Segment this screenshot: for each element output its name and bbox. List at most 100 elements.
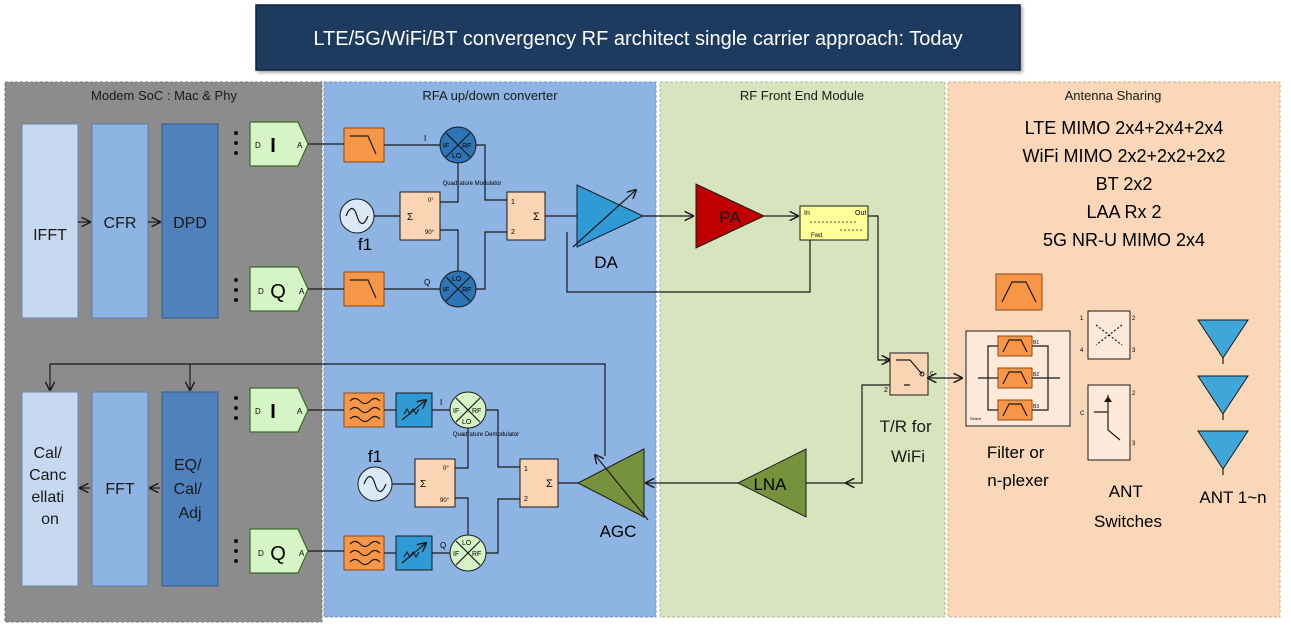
spdt-switch: C 2 3 ANT Switches bbox=[1080, 384, 1162, 531]
pa-amplifier: PA bbox=[695, 183, 766, 249]
dac-q-label: Q bbox=[270, 281, 286, 303]
rx-branch-q-label: Q bbox=[440, 541, 446, 550]
tr-switch-port2: 2 bbox=[884, 387, 888, 394]
tx-splitter-0deg: 0° bbox=[428, 198, 434, 204]
rx-lo-label: f1 bbox=[368, 447, 382, 466]
rx-mixer-i: IF RF LO bbox=[449, 391, 487, 429]
tx-lpf-q bbox=[343, 271, 385, 307]
directional-coupler: In Out Fwd bbox=[799, 205, 869, 241]
rx-splitter-90deg: 90° bbox=[440, 498, 450, 504]
tx-combiner-sum: Σ bbox=[533, 211, 540, 223]
adc-i: D A I bbox=[234, 387, 309, 433]
tx-mixer-q-lo: LO bbox=[452, 276, 462, 283]
ifft-label: IFFT bbox=[33, 227, 67, 244]
rx-lo-to-mixer-q bbox=[455, 497, 469, 535]
ant-switches-label-line: ANT bbox=[1109, 482, 1143, 501]
rx-splitter-0deg: 0° bbox=[443, 466, 449, 472]
tx-mixer-q: LO IF RF bbox=[439, 270, 477, 308]
rx-mixer-i-lo: LO bbox=[462, 419, 472, 426]
adc-q-pin-d: D bbox=[258, 549, 264, 558]
nplexer: B1 B2 B3 Select Filter or n-plexer bbox=[965, 330, 1071, 490]
tx-mixer-i-rf: RF bbox=[462, 143, 471, 150]
rx-vga-q bbox=[395, 535, 433, 571]
coupler-to-switch bbox=[868, 215, 890, 360]
tx-mixer-q-rf: RF bbox=[462, 287, 471, 294]
agc-label: AGC bbox=[600, 522, 637, 541]
da-amplifier: DA bbox=[572, 184, 645, 272]
tr-switch-label: T/R for WiFi bbox=[880, 417, 937, 466]
nplexer-select: Select bbox=[970, 416, 982, 421]
standard-5g: 5G NR-U MIMO 2x4 bbox=[1043, 230, 1205, 250]
rx-phase-splitter: Σ 0° 90° bbox=[414, 458, 456, 508]
feedback-bus bbox=[50, 363, 606, 456]
dac-q-pin-a: A bbox=[299, 287, 305, 296]
rx-mixer-q-if: IF bbox=[453, 551, 459, 558]
section-title-antenna: Antenna Sharing bbox=[1065, 88, 1162, 103]
coupler-in-label: In bbox=[804, 210, 810, 217]
coupler-out-label: Out bbox=[855, 210, 866, 217]
rx-mixer-q-rf: RF bbox=[472, 551, 481, 558]
eq-label-line: Adj bbox=[178, 505, 201, 522]
fft-label: FFT bbox=[105, 481, 135, 498]
tx-lo-to-mixer-q bbox=[440, 229, 459, 271]
tr-switch-label-line: T/R for bbox=[880, 417, 932, 436]
section-fem: RF Front End Module bbox=[659, 81, 946, 618]
bandpass-filter-icon bbox=[995, 273, 1043, 311]
antenna-icon bbox=[1197, 375, 1249, 420]
dac-q-pin-d: D bbox=[258, 287, 264, 296]
lna-label: LNA bbox=[753, 475, 787, 494]
spdt-port-c: C bbox=[1080, 411, 1085, 417]
tx-mixer-i-lo: LO bbox=[452, 153, 462, 160]
ant-switches-label-line: Switches bbox=[1094, 512, 1162, 531]
tx-mixer-i: IF RF LO bbox=[439, 126, 477, 164]
nplexer-b1: B1 bbox=[1033, 340, 1039, 346]
lna-amplifier: LNA bbox=[736, 448, 807, 518]
dpdt-port2: 2 bbox=[1132, 316, 1136, 322]
dpdt-port3: 3 bbox=[1132, 348, 1136, 354]
cfr-label: CFR bbox=[104, 215, 137, 232]
tr-switch: 1 2 c T/R for WiFi bbox=[880, 352, 937, 466]
adc-q-label: Q bbox=[270, 543, 286, 565]
tx-mixer-q-to-combiner bbox=[476, 231, 507, 290]
standard-wifi: WiFi MIMO 2x2+2x2+2x2 bbox=[1022, 146, 1225, 166]
cal-label-line: on bbox=[41, 511, 59, 528]
tx-lpf-i bbox=[343, 127, 385, 163]
antenna-icon bbox=[1197, 319, 1249, 364]
tx-mixer-q-if: IF bbox=[443, 287, 449, 294]
tx-splitter-90deg: 90° bbox=[425, 230, 435, 236]
adc-i-pin-d: D bbox=[255, 407, 261, 416]
standard-laa: LAA Rx 2 bbox=[1086, 202, 1161, 222]
tx-phase-splitter: Σ 0° 90° bbox=[399, 191, 441, 241]
cal-label-line: Canc bbox=[29, 467, 66, 484]
switch-to-lna bbox=[846, 384, 890, 483]
spdt-port2: 2 bbox=[1132, 391, 1136, 397]
rx-splitter-out2: 2 bbox=[524, 496, 528, 503]
rx-bpf-i bbox=[343, 392, 385, 428]
tx-lo-label: f1 bbox=[358, 235, 372, 254]
cal-label: Cal/ Canc ellati on bbox=[29, 445, 71, 528]
cal-block: Cal/ Canc ellati on bbox=[21, 391, 79, 587]
nplexer-b3: B3 bbox=[1033, 404, 1039, 410]
nplexer-label-line: n-plexer bbox=[987, 471, 1049, 490]
rx-mixer-i-rf: RF bbox=[472, 408, 481, 415]
coupler-fwd-label: Fwd bbox=[811, 233, 822, 239]
tx-lo-to-mixer-i bbox=[440, 163, 459, 203]
coupler-feedback-line bbox=[566, 232, 811, 293]
tx-branch-i-label: I bbox=[424, 134, 426, 143]
adc-q-pin-a: A bbox=[299, 549, 305, 558]
dac-i-pin-a: A bbox=[297, 141, 303, 150]
section-title-rfa: RFA up/down converter bbox=[422, 88, 558, 103]
section-title-fem: RF Front End Module bbox=[740, 88, 864, 103]
tx-combiner-in2: 2 bbox=[511, 229, 515, 236]
spdt-port3: 3 bbox=[1132, 441, 1136, 447]
rx-splitter-sum: Σ bbox=[420, 479, 426, 490]
dpdt-port1: 1 bbox=[1080, 316, 1084, 322]
dac-i-pin-d: D bbox=[255, 141, 261, 150]
eq-label-line: Cal/ bbox=[174, 481, 203, 498]
rx-lo-to-mixer-i bbox=[455, 428, 469, 469]
tx-mixer-i-to-combiner bbox=[476, 144, 507, 201]
antenna-standards: LTE MIMO 2x4+2x4+2x4 WiFi MIMO 2x2+2x2+2… bbox=[1022, 118, 1225, 250]
dac-q: D A Q bbox=[234, 266, 309, 312]
da-label: DA bbox=[594, 253, 618, 272]
